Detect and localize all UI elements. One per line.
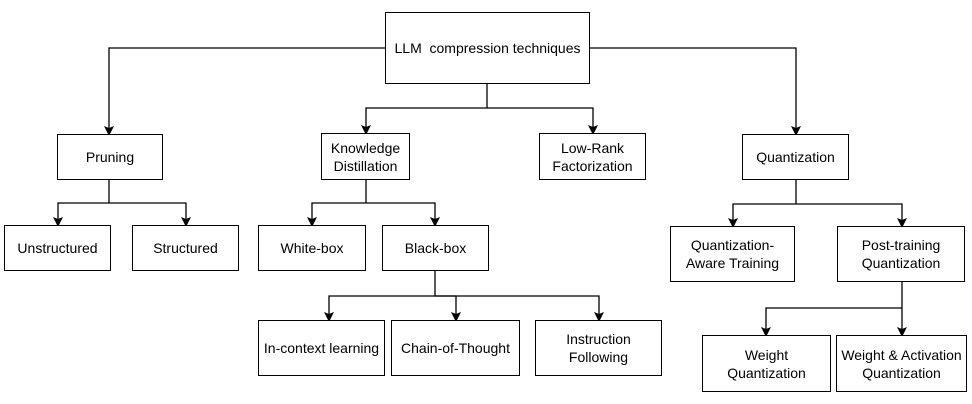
edge-pruning-unstructured [53, 202, 109, 227]
node-quantization: Quantization [742, 134, 849, 180]
edge-root-lowrank [487, 107, 598, 135]
node-black-box-label: Black-box [404, 240, 467, 256]
edge-blackbox-inst [435, 295, 604, 322]
node-instruction-following-label: Instruction Following [566, 331, 631, 365]
node-pruning: Pruning [57, 134, 163, 180]
edge-pruning-structured [109, 202, 191, 227]
edge-quant-qat [728, 203, 796, 228]
node-structured: Structured [132, 225, 239, 271]
node-quantization-label: Quantization [756, 149, 835, 165]
edge-kd-blackbox [366, 202, 440, 227]
node-chain-of-thought-label: Chain-of-Thought [401, 340, 510, 356]
node-knowledge-distillation: Knowledge Distillation [321, 133, 410, 180]
node-knowledge-distillation-label: Knowledge Distillation [330, 139, 401, 174]
node-black-box: Black-box [382, 225, 489, 271]
node-in-context-learning-label: In-context learning [263, 340, 380, 356]
node-white-box: White-box [258, 225, 366, 271]
edge-ptq-wq [761, 307, 902, 337]
node-unstructured-label: Unstructured [17, 240, 98, 256]
node-low-rank-factorization: Low-Rank Factorization [539, 133, 646, 180]
node-weight-quantization: Weight Quantization [702, 335, 831, 392]
node-weight-quantization-label: Weight Quantization [727, 346, 806, 381]
node-weight-activation-quantization: Weight & Activation Quantization [836, 335, 967, 392]
node-in-context-learning: In-context learning [258, 320, 385, 376]
node-weight-activation-quantization-label: Weight & Activation Quantization [841, 346, 962, 381]
node-instruction-following: Instruction Following [535, 320, 662, 376]
node-structured-label: Structured [153, 240, 218, 256]
node-chain-of-thought: Chain-of-Thought [391, 320, 520, 376]
node-quantization-aware-training-label: Quantization-Aware Training [685, 237, 780, 271]
node-unstructured: Unstructured [4, 225, 111, 271]
node-low-rank-factorization-label: Low-Rank Factorization [552, 139, 633, 174]
node-quantization-aware-training: Quantization-Aware Training [670, 226, 795, 282]
edge-root-kd [361, 107, 487, 135]
edge-blackbox-cot [435, 295, 461, 322]
node-root-label: LLM compression techniques [394, 40, 581, 56]
node-post-training-quantization-label: Post-training Quantization [861, 237, 941, 271]
node-white-box-label: White-box [280, 240, 344, 256]
edge-quant-ptq [796, 203, 907, 228]
node-pruning-label: Pruning [85, 149, 135, 165]
edge-blackbox-icl [324, 295, 435, 322]
node-post-training-quantization: Post-training Quantization [837, 226, 965, 282]
edge-root-pruning [104, 47, 385, 136]
edge-kd-whitebox [307, 202, 366, 227]
node-root: LLM compression techniques [385, 12, 590, 84]
edge-root-quantization [590, 47, 801, 136]
